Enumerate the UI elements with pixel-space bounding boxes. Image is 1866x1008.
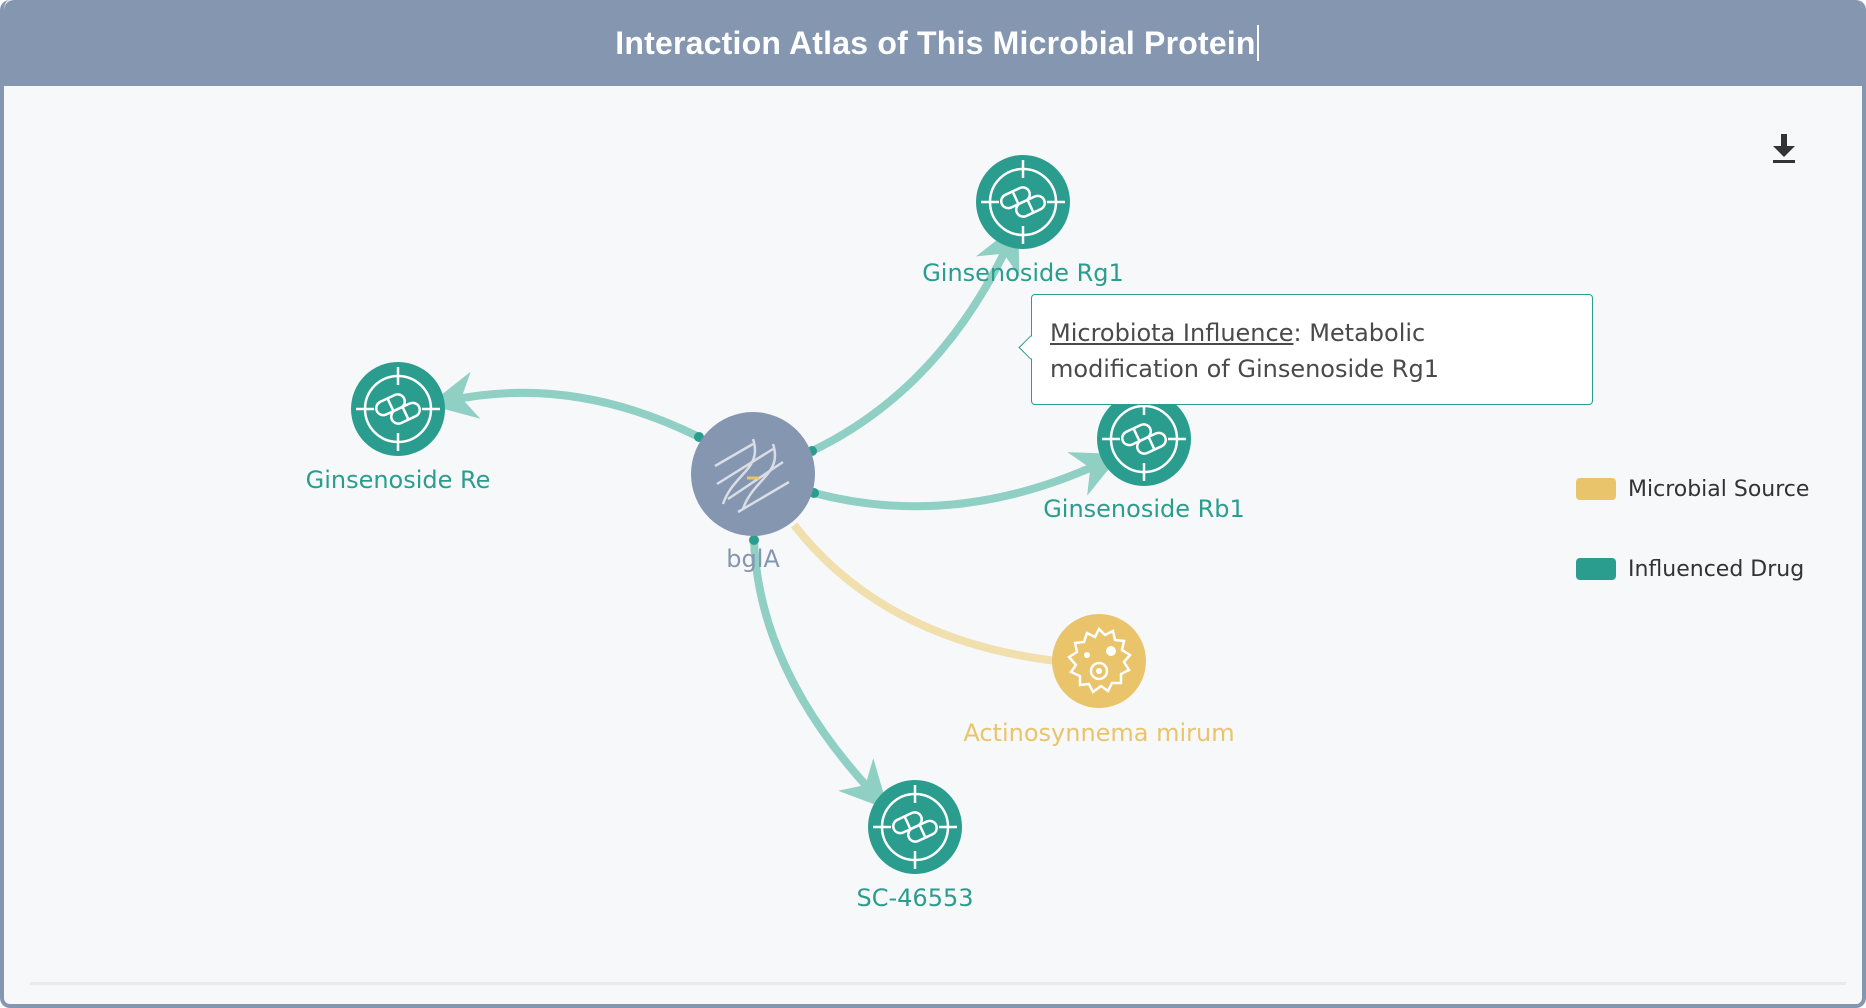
download-icon[interactable]: [1768, 130, 1800, 166]
pill-target-icon: [866, 778, 964, 876]
edge-bgla-rb1[interactable]: [812, 452, 1121, 511]
edge-bgla-re[interactable]: [428, 371, 701, 441]
edge-tooltip: Microbiota Influence: Metabolic modifica…: [1018, 294, 1593, 405]
bottom-divider: [30, 982, 1846, 985]
node-label-rb1: Ginsenoside Rb1: [1043, 495, 1245, 523]
node-ginsenoside-re[interactable]: [349, 360, 447, 458]
edge-bgla-rg1[interactable]: [810, 223, 1020, 455]
edge-dot: [749, 535, 759, 545]
tooltip-text-1: Metabolic: [1309, 319, 1426, 347]
node-label-sc46553: SC-46553: [857, 884, 974, 912]
legend-item-influenced-drug[interactable]: Influenced Drug: [1576, 554, 1809, 584]
legend-label: Microbial Source: [1628, 476, 1810, 502]
node-bgla[interactable]: [691, 412, 815, 536]
tooltip-text-2: modification of Ginsenoside Rg1: [1050, 355, 1439, 383]
legend-item-microbial-source[interactable]: Microbial Source: [1576, 474, 1809, 504]
tooltip-line-1: Microbiota Influence: Metabolic: [1050, 315, 1574, 351]
node-ginsenoside-rb1[interactable]: [1095, 390, 1193, 488]
dna-icon: [714, 438, 790, 514]
node-label-rg1: Ginsenoside Rg1: [922, 259, 1124, 287]
node-actinosynnema-mirum[interactable]: [1050, 612, 1148, 710]
text-cursor: [1256, 25, 1259, 61]
legend-swatch-influenced-drug: [1576, 558, 1616, 580]
node-sc-46553[interactable]: [866, 778, 964, 876]
microbe-icon: [1050, 612, 1148, 710]
legend-swatch-microbial-source: [1576, 478, 1616, 500]
edge-bgla-actinosynnema[interactable]: [790, 522, 1057, 665]
pill-target-icon: [974, 153, 1072, 251]
legend-label: Influenced Drug: [1628, 556, 1805, 582]
pill-target-icon: [349, 360, 447, 458]
legend: Microbial Source Influenced Drug: [1576, 474, 1809, 634]
header-bar: Interaction Atlas of This Microbial Prot…: [4, 0, 1862, 86]
node-ginsenoside-rg1[interactable]: [974, 153, 1072, 251]
edge-bgla-sc46553[interactable]: [750, 539, 889, 810]
network-graph: bglA Ginsenoside Rg1 Ginsenoside Re Gins…: [306, 153, 1245, 912]
node-label-re: Ginsenoside Re: [306, 466, 491, 494]
pill-target-icon: [1095, 390, 1193, 488]
node-label-actinosynnema: Actinosynnema mirum: [963, 719, 1234, 747]
page-title: Interaction Atlas of This Microbial Prot…: [615, 24, 1256, 61]
tooltip-key: Microbiota Influence: [1050, 319, 1294, 347]
node-label-bgla: bglA: [726, 545, 780, 573]
tooltip-separator: :: [1293, 319, 1310, 347]
